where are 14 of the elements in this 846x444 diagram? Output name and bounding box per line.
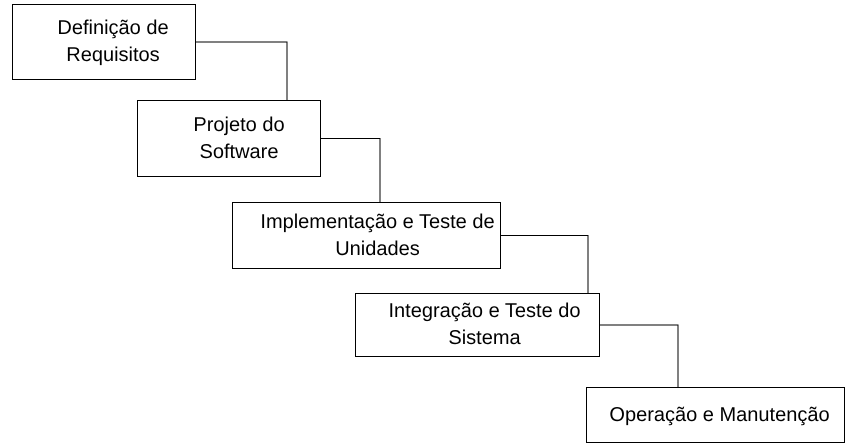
box-label: Integração e Teste do Sistema [388, 299, 582, 351]
process-box [12, 4, 196, 80]
box-label: Definição de Requisitos [56, 16, 170, 68]
process-box [355, 293, 600, 357]
process-box [137, 100, 321, 177]
connector-line [600, 324, 678, 388]
process-box [232, 202, 501, 269]
box-label: Implementação e Teste de Unidades [259, 210, 496, 262]
connector-line [320, 138, 380, 202]
box-label: Operação e Manutenção [609, 402, 830, 428]
connector-line [500, 235, 588, 294]
connector-line [196, 42, 288, 100]
process-box [586, 387, 845, 443]
box-label: Projeto do Software [192, 112, 286, 164]
